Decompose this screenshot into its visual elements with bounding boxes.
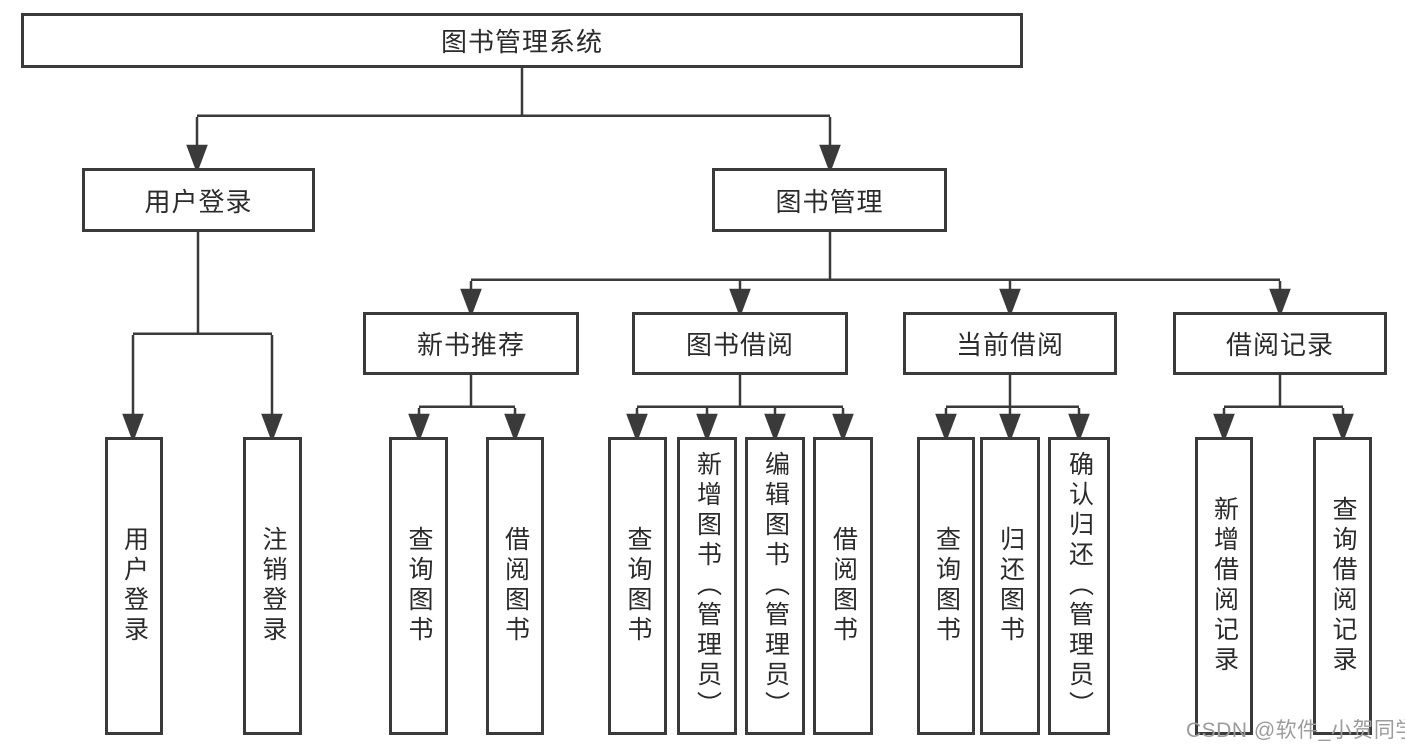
arrow-down-icon xyxy=(626,413,648,443)
arrow-down-icon xyxy=(819,144,841,174)
connector-root-to-level2 xyxy=(186,68,841,174)
leaf-label: 查询图书 xyxy=(932,526,961,646)
arrow-down-icon xyxy=(1068,413,1090,443)
connector-user-login-to-leaves xyxy=(122,232,283,443)
csdn-watermark: CSDN @软件_小贺同学 xyxy=(1186,719,1405,742)
arrow-down-icon xyxy=(999,288,1021,318)
arrow-down-icon xyxy=(122,413,144,443)
leaf-borrow-add-books-admin: 新增图书（管理员） xyxy=(677,437,737,735)
leaf-label: 借阅图书 xyxy=(501,526,530,646)
connector-current-to-leaves xyxy=(935,375,1090,443)
leaf-user-login: 用户登录 xyxy=(105,437,163,735)
arrow-down-icon xyxy=(696,413,718,443)
leaf-label: 查询图书 xyxy=(405,526,433,646)
leaf-label: 确认归还（管理员） xyxy=(1065,451,1094,721)
arrow-down-icon xyxy=(261,413,283,443)
leaf-borrow-borrow-books: 借阅图书 xyxy=(813,437,873,735)
arrow-down-icon xyxy=(1213,413,1235,443)
arrow-down-icon xyxy=(764,413,786,443)
node-root-system: 图书管理系统 xyxy=(21,13,1023,68)
leaf-label: 用户登录 xyxy=(120,526,149,646)
connector-book-management-to-level3 xyxy=(460,232,1291,318)
leaf-label: 新增借阅记录 xyxy=(1210,496,1239,676)
node-book-borrowing: 图书借阅 xyxy=(632,312,848,375)
leaf-label: 借阅图书 xyxy=(829,526,858,646)
arrow-down-icon xyxy=(935,413,957,443)
leaf-recommend-borrow-books: 借阅图书 xyxy=(486,437,544,735)
leaf-current-confirm-return-admin: 确认归还（管理员） xyxy=(1048,437,1110,735)
leaf-label: 查询借阅记录 xyxy=(1329,496,1357,676)
arrow-down-icon xyxy=(729,288,751,318)
node-current-borrowing: 当前借阅 xyxy=(903,312,1117,375)
connector-borrowing-to-leaves xyxy=(626,375,854,443)
leaf-borrow-query-books: 查询图书 xyxy=(608,437,667,735)
leaf-current-query-books: 查询图书 xyxy=(917,437,975,735)
node-new-book-recommendation: 新书推荐 xyxy=(363,312,579,375)
leaf-label: 新增图书（管理员） xyxy=(693,451,722,721)
node-borrowing-records: 借阅记录 xyxy=(1173,312,1387,375)
leaf-records-add-record: 新增借阅记录 xyxy=(1195,437,1253,735)
arrow-down-icon xyxy=(408,413,430,443)
connector-records-to-leaves xyxy=(1213,375,1354,443)
leaf-label: 归还图书 xyxy=(996,526,1025,646)
arrow-down-icon xyxy=(999,413,1021,443)
leaf-borrow-edit-books-admin: 编辑图书（管理员） xyxy=(745,437,805,735)
node-user-login: 用户登录 xyxy=(82,168,315,232)
node-book-management: 图书管理 xyxy=(712,168,947,232)
arrow-down-icon xyxy=(186,144,208,174)
leaf-logout: 注销登录 xyxy=(243,437,302,735)
arrow-down-icon xyxy=(832,413,854,443)
leaf-recommend-query-books: 查询图书 xyxy=(389,437,448,735)
leaf-label: 编辑图书（管理员） xyxy=(761,451,790,721)
connector-recommendation-to-leaves xyxy=(408,375,526,443)
arrow-down-icon xyxy=(1269,288,1291,318)
leaf-label: 注销登录 xyxy=(259,526,287,646)
leaf-records-query-record: 查询借阅记录 xyxy=(1313,437,1372,735)
leaf-label: 查询图书 xyxy=(624,526,652,646)
arrow-down-icon xyxy=(1332,413,1354,443)
leaf-current-return-books: 归还图书 xyxy=(980,437,1040,735)
arrow-down-icon xyxy=(504,413,526,443)
arrow-down-icon xyxy=(460,288,482,318)
